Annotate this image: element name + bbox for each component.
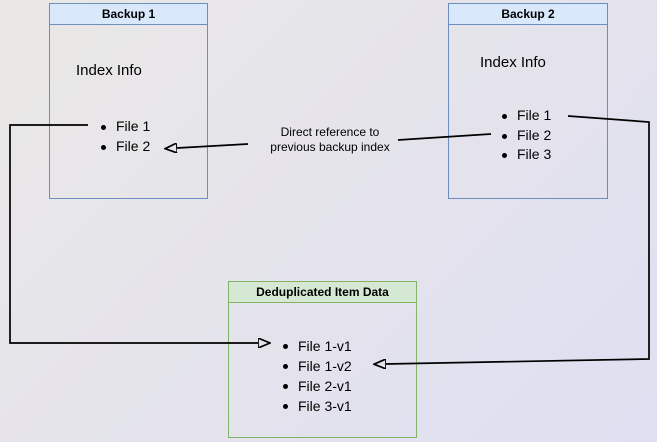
backup1-subtitle: Index Info (76, 62, 142, 79)
backup2-title: Backup 2 (449, 4, 607, 25)
list-item: File 1-v2 (281, 356, 352, 376)
backup1-file-list: File 1 File 2 (99, 117, 150, 156)
dedup-title: Deduplicated Item Data (229, 282, 416, 303)
direct-reference-label-line1: Direct reference to (280, 125, 380, 139)
list-item: File 2-v1 (281, 376, 352, 396)
list-item: File 2 (99, 137, 150, 157)
list-item: File 3 (500, 145, 551, 165)
list-item: File 1 (99, 117, 150, 137)
list-item: File 3-v1 (281, 396, 352, 416)
deduplicated-item-data-box: Deduplicated Item Data File 1-v1 File 1-… (228, 281, 417, 438)
backup1-box: Backup 1 Index Info File 1 File 2 (49, 3, 208, 199)
backup2-subtitle: Index Info (480, 54, 546, 71)
list-item: File 2 (500, 126, 551, 146)
direct-reference-label: Direct reference to previous backup inde… (240, 125, 420, 154)
direct-reference-label-line2: previous backup index (270, 139, 390, 154)
list-item: File 1 (500, 106, 551, 126)
backup2-box: Backup 2 Index Info File 1 File 2 File 3 (448, 3, 608, 199)
backup2-file-list: File 1 File 2 File 3 (500, 106, 551, 165)
dedup-file-list: File 1-v1 File 1-v2 File 2-v1 File 3-v1 (281, 336, 352, 416)
backup1-title: Backup 1 (50, 4, 207, 25)
list-item: File 1-v1 (281, 336, 352, 356)
